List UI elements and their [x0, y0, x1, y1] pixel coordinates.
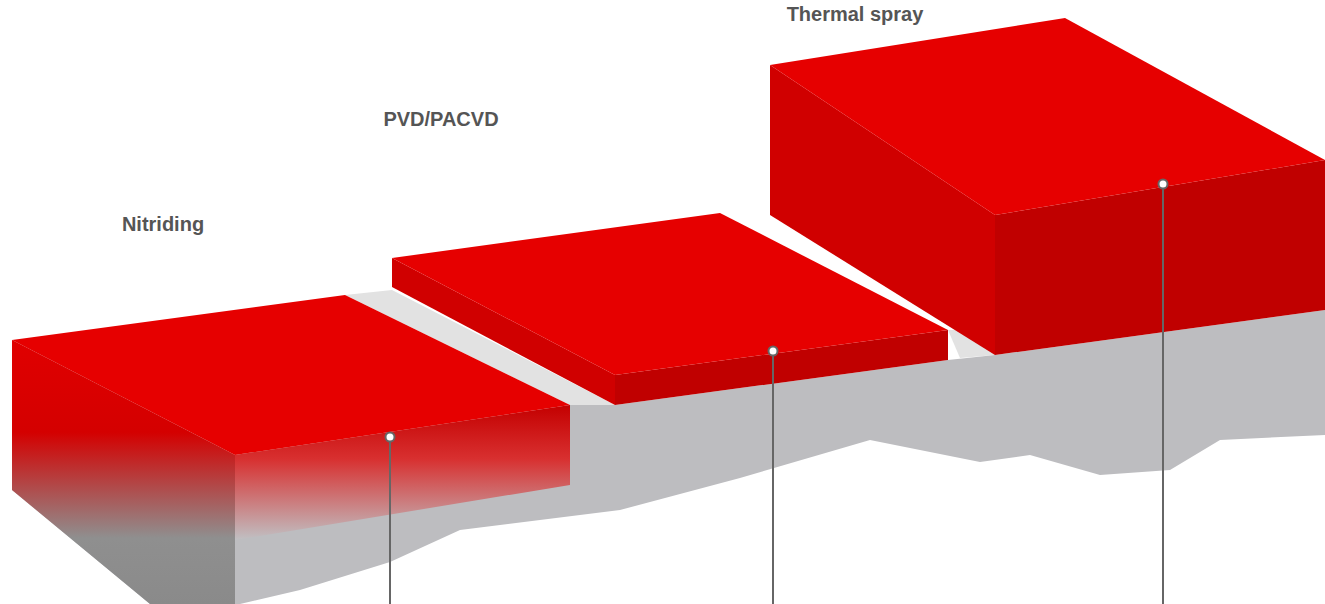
leader-dot	[769, 347, 778, 356]
process-label: Thermal spray	[787, 2, 924, 26]
process-label: Nitriding	[122, 212, 204, 236]
process-label: PVD/PACVD	[383, 107, 498, 131]
leader-line	[1162, 188, 1164, 604]
leader-dot	[386, 433, 395, 442]
leader-line	[772, 355, 774, 604]
spray-top	[770, 18, 1325, 215]
leader-dot	[1159, 180, 1168, 189]
leader-line	[389, 441, 391, 604]
